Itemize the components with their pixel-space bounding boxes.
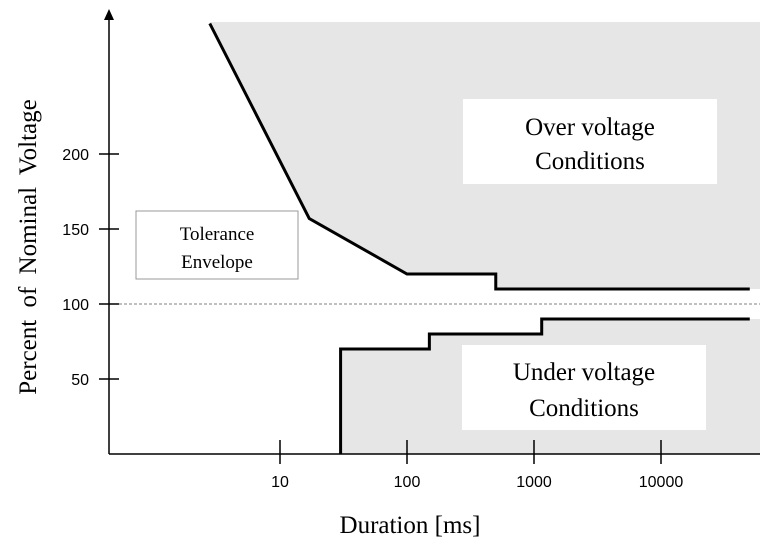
under-label-text: Conditions — [529, 395, 639, 422]
under-label-box — [462, 345, 706, 430]
tolerance-label-text: Envelope — [181, 252, 253, 273]
y-axis-arrow-icon — [104, 9, 114, 20]
x-tick-label: 10 — [271, 474, 289, 491]
y-tick-label: 100 — [62, 297, 89, 314]
x-tick-label: 1000 — [516, 474, 552, 491]
x-tick-label: 10000 — [639, 474, 684, 491]
x-axis-label: Duration [ms] — [340, 512, 481, 539]
series-layer — [208, 22, 750, 454]
upper-limit-line — [208, 22, 750, 291]
over-label-box — [463, 99, 717, 184]
y-tick-label: 150 — [62, 222, 89, 239]
y-tick-label: 200 — [62, 147, 89, 164]
tolerance-label-text: Tolerance — [180, 224, 255, 245]
tolerance-label-box — [135, 210, 299, 280]
under-label-text: Under voltage — [513, 359, 655, 386]
y-tick-label: 50 — [71, 372, 89, 389]
lower-limit-line — [339, 317, 750, 454]
over-label-text: Conditions — [535, 148, 645, 175]
x-tick-label: 100 — [394, 474, 421, 491]
y-axis-label: Percent of Nominal Voltage — [15, 99, 42, 395]
ticks-layer: 50 100 150 200 10 100 1000 10000 — [62, 147, 683, 491]
axes — [104, 9, 760, 455]
over-label-text: Over voltage — [525, 114, 655, 141]
